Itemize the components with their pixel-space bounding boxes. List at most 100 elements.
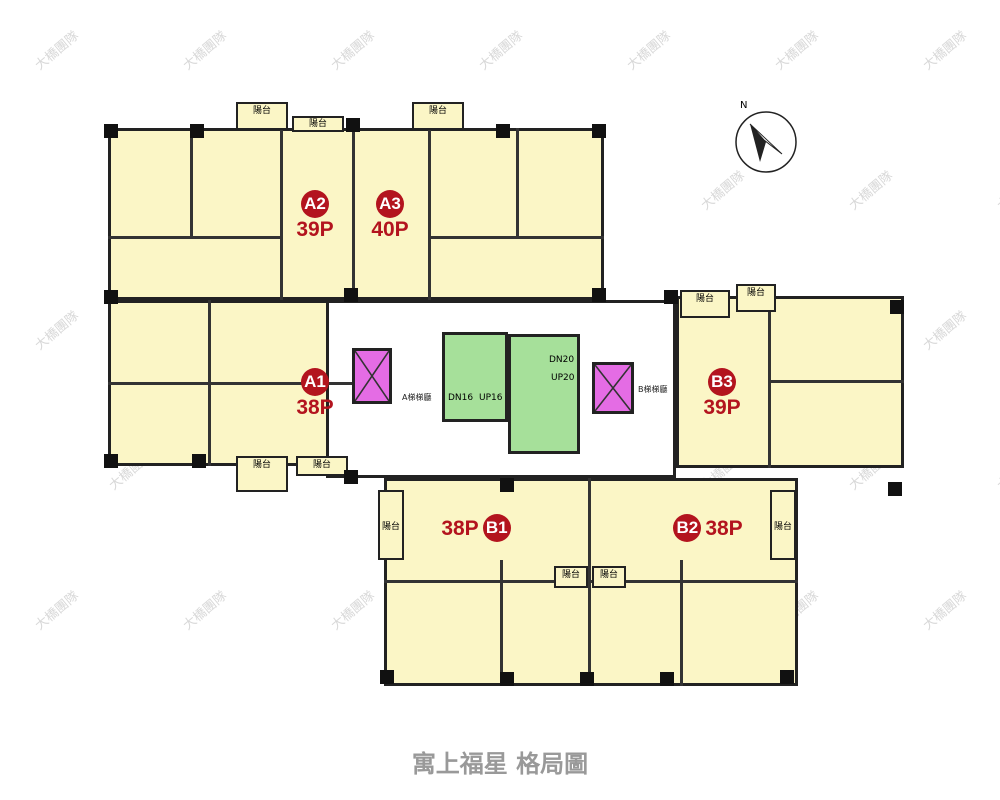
unit-badge: B3 xyxy=(708,368,736,396)
column xyxy=(104,290,118,304)
watermark-text: 大橋團隊 xyxy=(846,168,897,214)
balcony: 陽台 xyxy=(770,490,796,560)
column xyxy=(890,300,904,314)
wall xyxy=(280,128,283,300)
balcony-label: 陽台 xyxy=(312,460,331,470)
unit-size: 38P xyxy=(441,516,479,540)
unit-badge: A1 xyxy=(301,368,329,396)
unit-badge: B2 xyxy=(673,514,702,542)
unit-size: 38P xyxy=(296,396,334,419)
balcony-label: 陽台 xyxy=(428,106,447,116)
balcony-label: 陽台 xyxy=(561,570,580,580)
wall xyxy=(428,236,604,239)
balcony-label: 陽台 xyxy=(252,460,271,470)
wall xyxy=(680,560,683,686)
stair-b: DN20 UP20 xyxy=(508,334,580,454)
watermark-text: 大橋團隊 xyxy=(32,28,83,74)
column xyxy=(104,454,118,468)
watermark-text: 大橋團隊 xyxy=(32,308,83,354)
unit-size: 40P xyxy=(371,218,409,241)
balcony: 陽台 xyxy=(292,116,344,132)
column xyxy=(500,478,514,492)
column xyxy=(592,288,606,302)
watermark-text: 大橋團隊 xyxy=(920,28,971,74)
balcony: 陽台 xyxy=(296,456,348,476)
elevator-a xyxy=(352,348,392,404)
unit-badge: B1 xyxy=(482,514,511,542)
wall xyxy=(352,128,355,300)
column xyxy=(580,672,594,686)
lobby-a-label: A梯梯廳 xyxy=(402,393,432,402)
wing-a-upper xyxy=(108,128,604,300)
balcony: 陽台 xyxy=(592,566,626,588)
column xyxy=(664,290,678,304)
column xyxy=(660,672,674,686)
column xyxy=(346,118,360,132)
wall xyxy=(190,128,193,238)
watermark-text: 大橋團隊 xyxy=(624,28,675,74)
wall xyxy=(516,128,519,238)
column xyxy=(344,288,358,302)
stair-b-up-label: UP20 xyxy=(551,373,575,383)
watermark-text: 大橋團隊 xyxy=(920,308,971,354)
stair-a-up-label: UP16 xyxy=(479,393,503,403)
wall xyxy=(428,128,431,300)
unit-size: 38P xyxy=(705,516,743,540)
balcony: 陽台 xyxy=(412,102,464,130)
north-arrow-icon xyxy=(735,111,797,173)
compass: N xyxy=(734,100,798,174)
wall xyxy=(384,580,798,583)
watermark-text: 大橋團隊 xyxy=(994,168,1000,214)
elevator-b xyxy=(592,362,634,414)
balcony-label: 陽台 xyxy=(381,522,400,532)
column xyxy=(192,454,206,468)
column xyxy=(380,670,394,684)
balcony-label: 陽台 xyxy=(252,106,271,116)
compass-label: N xyxy=(740,100,748,111)
wall xyxy=(108,236,280,239)
watermark-text: 大橋團隊 xyxy=(920,588,971,634)
stair-a-down-label: DN16 xyxy=(448,393,474,403)
balcony-label: 陽台 xyxy=(308,119,327,129)
balcony: 陽台 xyxy=(236,102,288,130)
watermark-text: 大橋團隊 xyxy=(180,588,231,634)
watermark-text: 大橋團隊 xyxy=(180,28,231,74)
column xyxy=(592,124,606,138)
column xyxy=(104,124,118,138)
watermark-text: 大橋團隊 xyxy=(328,588,379,634)
unit-badge: A3 xyxy=(376,190,404,218)
column xyxy=(780,670,794,684)
balcony-label: 陽台 xyxy=(599,570,618,580)
column xyxy=(500,672,514,686)
caption: 寓上福星 格局圖 xyxy=(411,750,589,778)
watermark-text: 大橋團隊 xyxy=(772,28,823,74)
wall xyxy=(108,382,352,385)
balcony: 陽台 xyxy=(236,456,288,492)
lobby-b-label: B梯梯廳 xyxy=(638,385,668,394)
wall xyxy=(768,380,904,383)
wall xyxy=(500,560,503,686)
balcony-label: 陽台 xyxy=(773,522,792,532)
watermark-text: 大橋團隊 xyxy=(476,28,527,74)
unit-size: 39P xyxy=(703,396,741,419)
watermark-text: 大橋團隊 xyxy=(32,588,83,634)
column xyxy=(344,470,358,484)
balcony: 陽台 xyxy=(736,284,776,312)
balcony: 陽台 xyxy=(378,490,404,560)
balcony-label: 陽台 xyxy=(746,288,765,298)
watermark-text: 大橋團隊 xyxy=(328,28,379,74)
column xyxy=(190,124,204,138)
stair-a: DN16 UP16 xyxy=(442,332,508,422)
watermark-text: 大橋團隊 xyxy=(994,448,1000,494)
balcony: 陽台 xyxy=(680,290,730,318)
unit-badge: A2 xyxy=(301,190,329,218)
stair-b-down-label: DN20 xyxy=(549,355,575,365)
column xyxy=(496,124,510,138)
